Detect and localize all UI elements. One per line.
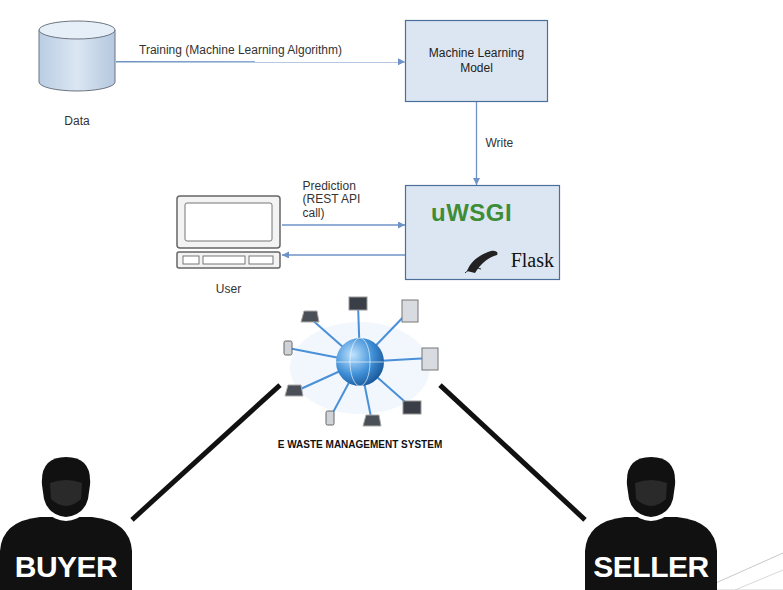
flask-horn (465, 268, 481, 273)
keyboard-key (183, 256, 199, 264)
person-figure: BUYER (0, 455, 132, 590)
edge-label: Write (484, 137, 516, 151)
keyboard-key (203, 256, 245, 264)
corner-line (735, 570, 783, 590)
role-label: SELLER (585, 550, 717, 584)
keyboard (177, 252, 280, 268)
box-outline (406, 186, 560, 280)
person-hair (627, 457, 675, 517)
globe-equator (336, 362, 384, 363)
person-face (50, 480, 82, 506)
cylinder-top (39, 21, 115, 39)
neck-gap (38, 457, 94, 521)
neck-gap (623, 457, 679, 521)
keyboard-key (249, 256, 273, 264)
person-figure: SELLER (585, 455, 717, 590)
database-cylinder: Data (38, 20, 116, 92)
person-body (585, 517, 717, 590)
person-body (0, 517, 132, 590)
monitor-device (349, 297, 367, 310)
arrow-connector (116, 61, 405, 62)
server-device (422, 348, 438, 370)
logo-text: uWSGI (431, 199, 512, 227)
logo-text: Flask (511, 249, 554, 272)
globe (336, 338, 384, 386)
network-illustration: E WASTE MANAGEMENT SYSTEM (280, 300, 440, 435)
role-label: BUYER (0, 550, 132, 584)
laptop-device (363, 415, 381, 426)
monitor-frame (177, 196, 280, 248)
link-line (440, 385, 585, 520)
phone-device (326, 411, 334, 425)
monitor-screen (185, 203, 272, 241)
process-box: Machine Learning Model (405, 20, 548, 102)
person-hair (42, 457, 90, 517)
monitor-device (403, 401, 421, 414)
node-shape (38, 20, 116, 92)
edge-label: Training (Machine Learning Algorithm) (137, 44, 344, 58)
arrow-connector (476, 102, 477, 185)
server-device (402, 300, 418, 322)
box-label: Machine Learning Model (405, 20, 548, 102)
link-line (132, 385, 280, 520)
person-face (635, 480, 667, 506)
laptop-device (301, 311, 319, 322)
box-outline (406, 21, 548, 102)
flask-horn (467, 251, 498, 273)
arrow-connector (282, 224, 405, 225)
node-label: User (216, 282, 241, 296)
node-label: Data (64, 114, 89, 128)
phone-device (284, 341, 292, 355)
server-box: uWSGI Flask (405, 185, 560, 280)
node-shape (280, 300, 440, 435)
node-label: E WASTE MANAGEMENT SYSTEM (278, 439, 442, 450)
computer-icon: User (175, 195, 282, 270)
laptop-device (285, 385, 303, 396)
edge-label: Prediction (REST API call) (301, 180, 387, 221)
arrow-connector (282, 254, 405, 255)
node-shape (175, 195, 282, 270)
